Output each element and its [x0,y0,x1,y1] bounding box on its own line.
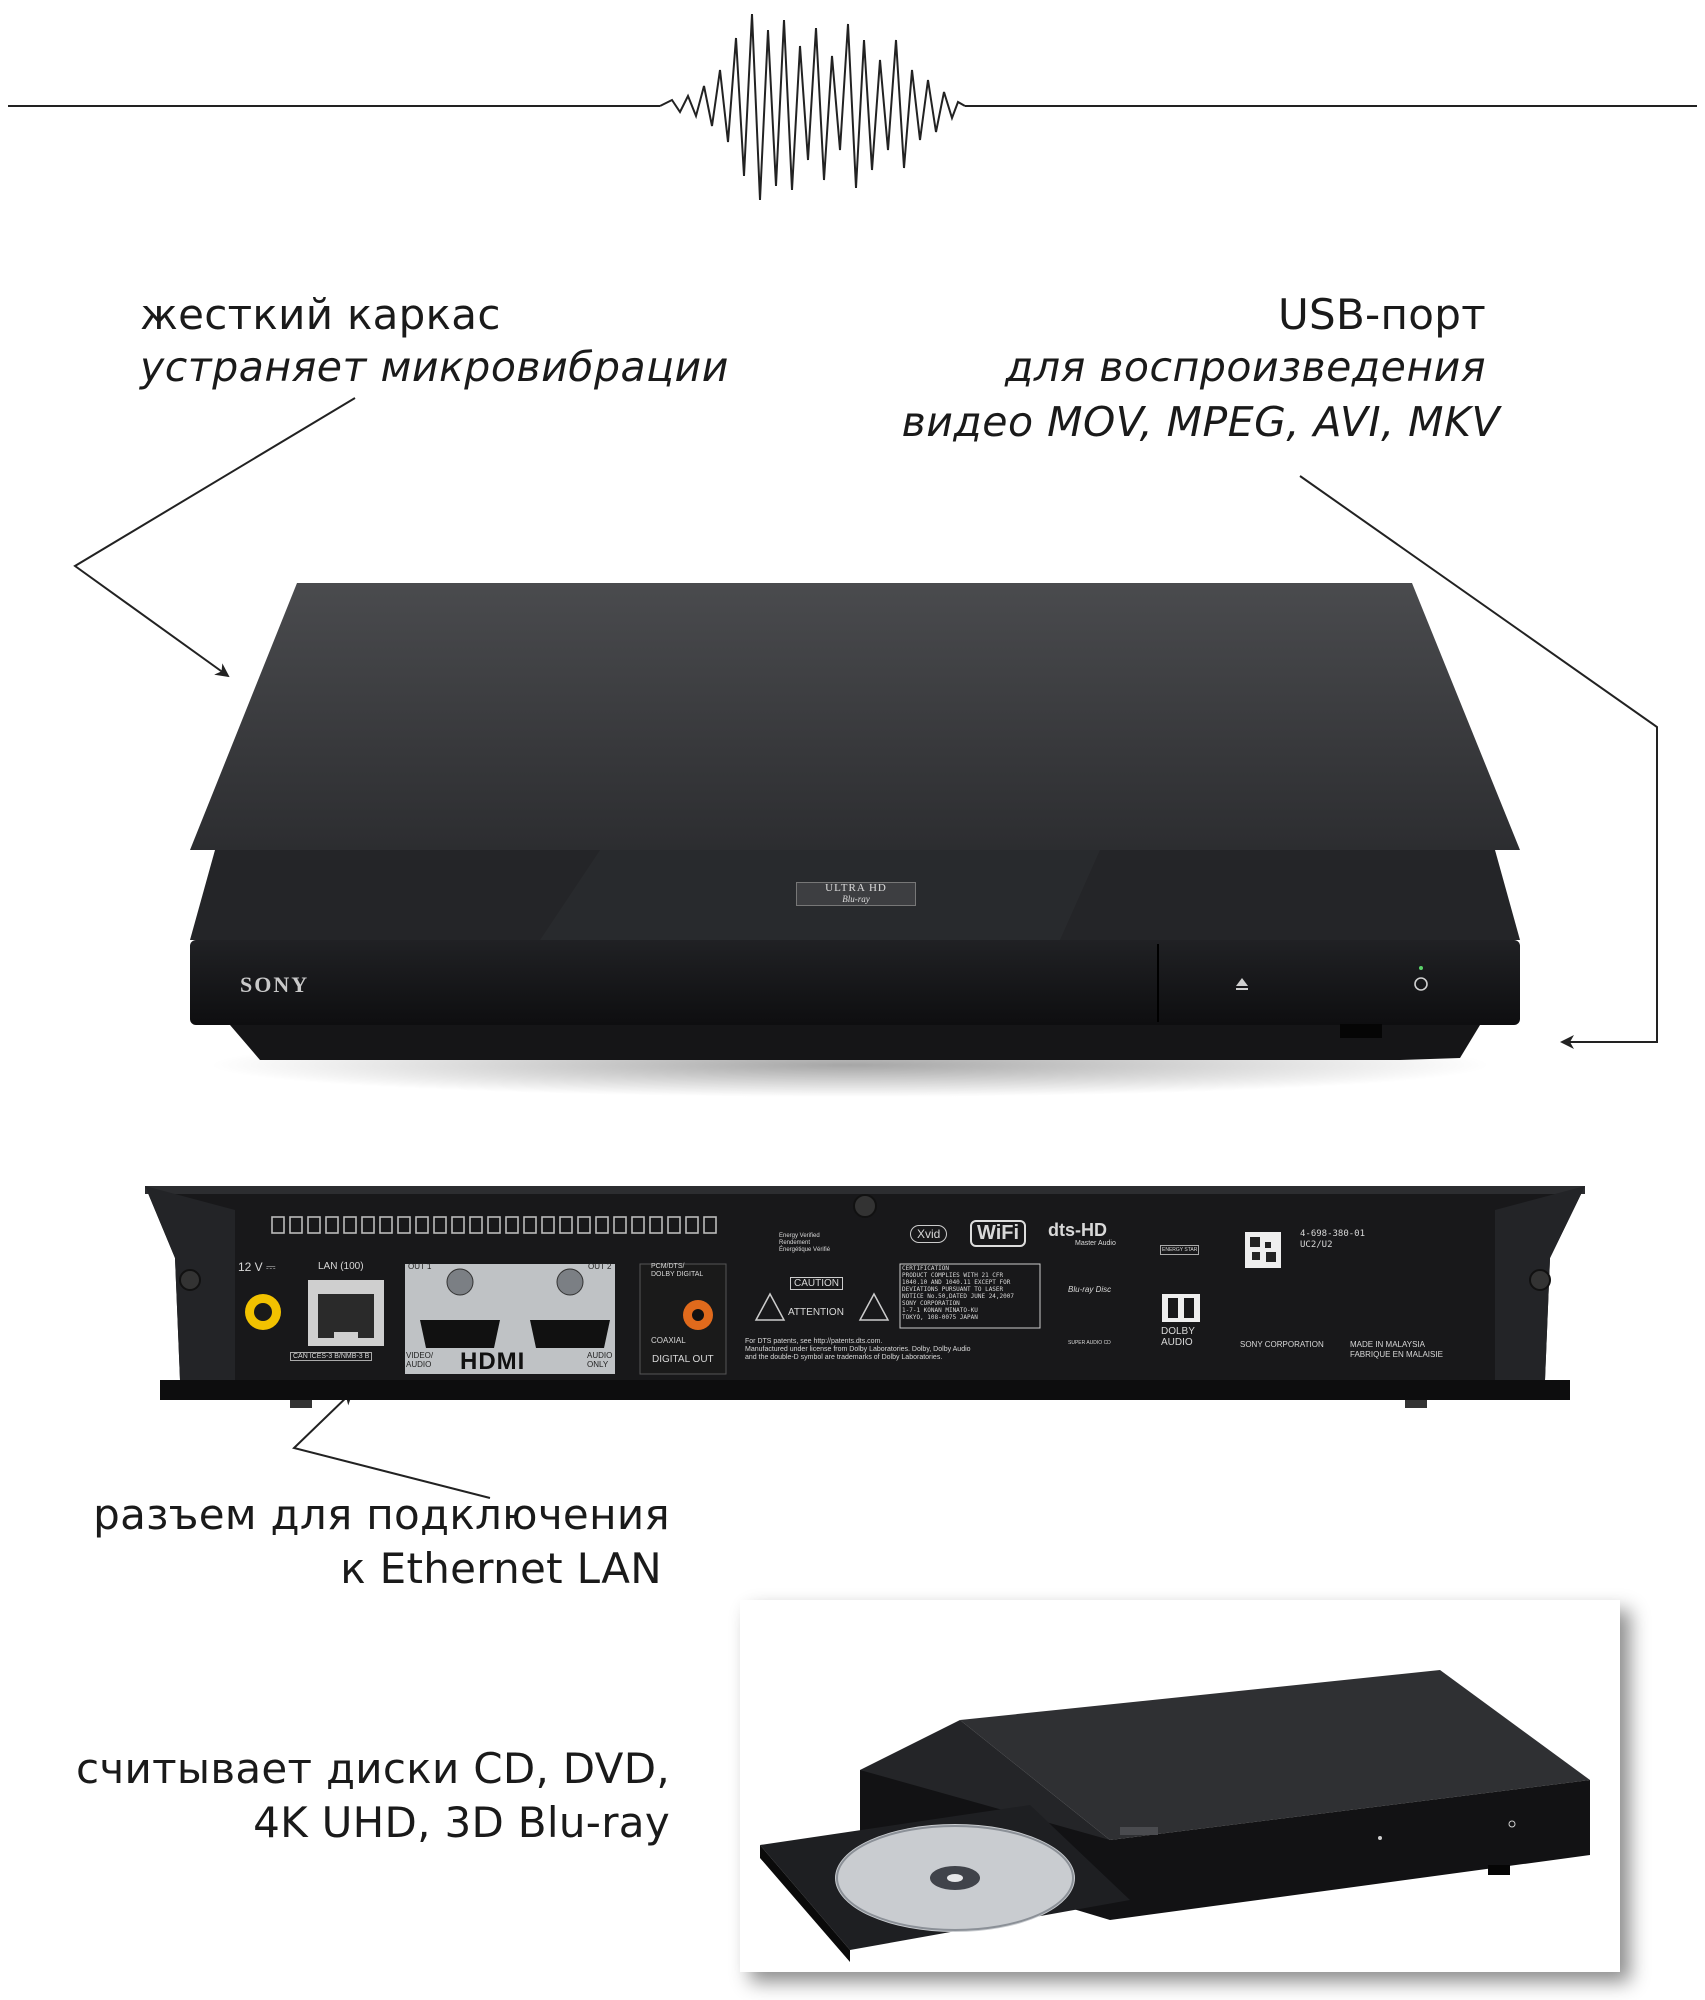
bluray-logo: Blu-ray Disc [1068,1285,1112,1294]
hdmi-logo: HDMI [460,1348,526,1375]
player-front-image [190,583,1520,1097]
certification-text: CERTIFICATION PRODUCT COMPLIES WITH 21 C… [902,1265,1014,1321]
can-ices-label: CAN ICES-3 B/NMB-3 B [290,1352,373,1361]
lan-arrow [292,1390,491,1499]
discs-caption-line1: считывает диски CD, DVD, [75,1744,670,1793]
usb-caption-line1: для воспроизведения [1005,343,1486,391]
audio-only-label: AUDIO ONLY [587,1351,613,1369]
wifi-logo: WiFi [970,1220,1027,1247]
video-audio-label: VIDEO/ AUDIO [406,1351,434,1369]
sony-logo: SONY [240,972,310,997]
lan-label: LAN (100) [318,1261,364,1272]
model-code: 4-698-380-01 UC2/U2 [1300,1229,1366,1250]
frame-caption-subtitle: устраняет микровибрации [140,343,729,391]
energy-star-logo: ENERGY STAR [1160,1245,1200,1255]
dts-sub-text: Master Audio [1075,1240,1116,1247]
power-jack-label: 12 V ⎓ [238,1260,276,1274]
waveform-divider [8,13,1697,201]
open-tray-photo [740,1600,1620,1972]
frame-arrow [73,397,356,678]
pcm-label: PCM/DTS/ DOLBY DIGITAL [651,1263,704,1278]
made-in-text: MADE IN MALAYSIA FABRIQUE EN MALAISIE [1350,1340,1443,1359]
caution-text: CAUTION [790,1277,843,1290]
player-rear-image [145,1186,1585,1408]
coaxial-label: COAXIAL [651,1336,686,1345]
sony-corporation-text: SONY CORPORATION [1240,1340,1324,1349]
out1-label: OUT 1 [408,1262,432,1271]
annotation-arrows [73,397,1658,1499]
lan-caption-line2: к Ethernet LAN [340,1544,662,1593]
usb-arrow [1299,475,1658,1049]
front-badge: ULTRA HD Blu-ray [796,882,916,906]
lan-caption-line1: разъем для подключения [93,1490,670,1539]
xvid-logo: Xvid [910,1225,948,1243]
dolby-logo: DOLBY AUDIO [1161,1326,1195,1348]
frame-caption-title: жесткий каркас [140,290,501,339]
open-tray-image [760,1670,1590,1962]
energy-verified-text: Energy Verified Rendement Énergétique Vé… [779,1233,831,1253]
out2-label: OUT 2 [588,1262,612,1271]
discs-caption-line2: 4K UHD, 3D Blu-ray [253,1798,670,1847]
attention-text: ATTENTION [788,1307,844,1318]
usb-caption-line2: видео MOV, MPEG, AVI, MKV [901,398,1500,446]
dts-logo: dts-HD [1048,1220,1107,1240]
digital-out-label: DIGITAL OUT [652,1354,714,1365]
patents-text: For DTS patents, see http://patents.dts.… [745,1338,971,1361]
badge-bottom-text: Blu-ray [842,894,870,904]
sacd-logo: SUPER AUDIO CD [1068,1340,1111,1346]
badge-top-text: ULTRA HD [825,882,887,894]
usb-caption-title: USB-порт [1277,290,1486,339]
vent-row [271,1216,717,1234]
